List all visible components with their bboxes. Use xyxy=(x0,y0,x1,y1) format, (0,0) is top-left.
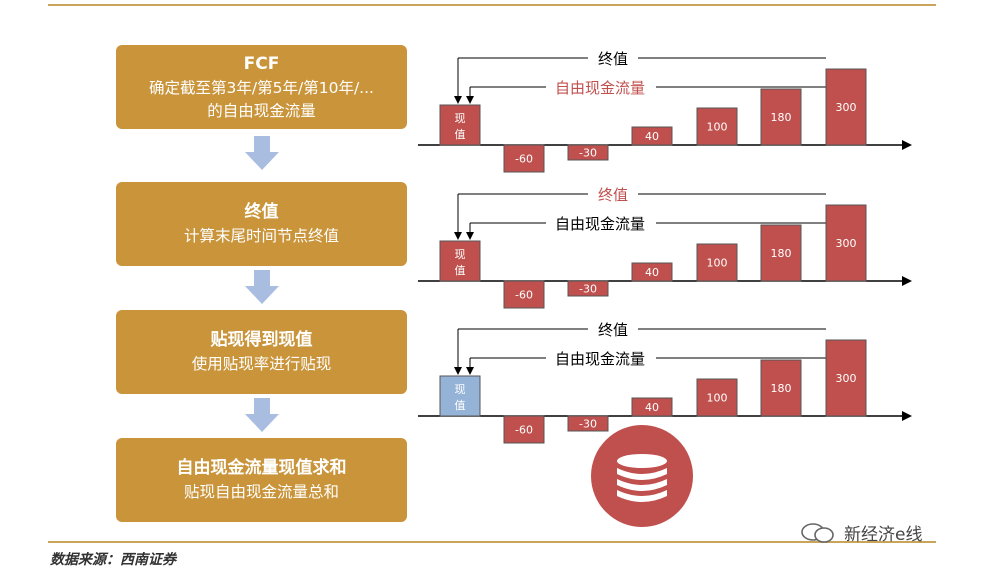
fcf-label: 自由现金流量 xyxy=(555,79,645,97)
cash-flow-value: 300 xyxy=(836,237,857,250)
cash-flow-bar xyxy=(760,359,802,417)
present-value-box xyxy=(439,240,481,282)
cash-flow-bar xyxy=(825,68,867,146)
cash-flow-value: 40 xyxy=(645,130,659,143)
step-desc: 贴现自由现金流量总和 xyxy=(183,483,339,501)
cash-flow-value: 100 xyxy=(707,121,728,134)
step-fcf: FCF 确定截至第3年/第5年/第10年/... 的自由现金流量 xyxy=(116,45,407,129)
fcf-label: 自由现金流量 xyxy=(555,350,645,368)
step-terminal-value: 终值 计算末尾时间节点终值 xyxy=(116,182,407,266)
terminal-value-label: 终值 xyxy=(598,50,628,68)
cash-flow-bar xyxy=(567,144,609,161)
cash-flow-bar xyxy=(696,243,738,282)
present-value-label: 值 xyxy=(455,128,466,141)
arrow-head-icon xyxy=(454,367,462,375)
cash-flow-value: 180 xyxy=(771,111,792,124)
wechat-icon xyxy=(801,522,834,543)
present-value-label: 现 xyxy=(455,248,466,261)
cash-flow-bar xyxy=(631,262,673,282)
cash-flow-value: -60 xyxy=(515,153,533,166)
cash-flow-value: 180 xyxy=(771,382,792,395)
step-discount: 贴现得到现值 使用贴现率进行贴现 xyxy=(116,310,407,394)
step-title: 贴现得到现值 xyxy=(210,330,313,350)
cash-flow-value: 100 xyxy=(707,257,728,270)
arrow-head-icon xyxy=(454,96,462,104)
axis-arrow-icon xyxy=(902,411,912,421)
cash-flow-bar xyxy=(696,107,738,146)
cash-flow-value: -60 xyxy=(515,289,533,302)
step-title: FCF xyxy=(243,53,280,74)
present-value-label: 现 xyxy=(455,112,466,125)
label-backing xyxy=(588,184,638,204)
cash-flow-bar xyxy=(760,224,802,282)
down-arrow-icon xyxy=(245,270,279,304)
step-sum: 自由现金流量现值求和 贴现自由现金流量总和 xyxy=(116,438,407,522)
label-backing xyxy=(546,348,656,368)
arrow-head-icon xyxy=(466,96,474,104)
cash-flow-value: 40 xyxy=(645,401,659,414)
down-arrow-icon xyxy=(245,398,279,432)
present-value-box xyxy=(439,104,481,146)
present-value-label: 现 xyxy=(455,383,466,396)
bottom-rule xyxy=(48,541,936,543)
watermark-text: 新经济e线 xyxy=(844,525,923,545)
fcf-label: 自由现金流量 xyxy=(555,215,645,233)
present-value-box xyxy=(439,375,481,417)
present-value-label: 值 xyxy=(455,264,466,277)
source-note: 数据来源：西南证券 xyxy=(50,552,176,568)
label-backing xyxy=(546,77,656,97)
step-desc: 确定截至第3年/第5年/第10年/... xyxy=(149,78,374,97)
cash-flow-bar xyxy=(503,415,545,444)
cash-flow-value: -30 xyxy=(579,283,597,296)
step-title: 终值 xyxy=(244,202,279,222)
present-value-label: 值 xyxy=(455,399,466,412)
watermark: 新经济e线 xyxy=(800,520,922,545)
cash-flow-value: 300 xyxy=(836,372,857,385)
axis-arrow-icon xyxy=(902,140,912,150)
label-backing xyxy=(588,48,638,68)
arrow-head-icon xyxy=(466,232,474,240)
cash-flow-value: 180 xyxy=(771,247,792,260)
cash-flow-bar xyxy=(825,204,867,282)
cash-flow-value: -60 xyxy=(515,424,533,437)
step-desc: 使用贴现率进行贴现 xyxy=(191,355,332,373)
top-rule xyxy=(48,4,936,6)
cash-flow-bar xyxy=(696,378,738,417)
cash-flow-value: 40 xyxy=(645,266,659,279)
step-desc: 的自由现金流量 xyxy=(207,101,316,120)
cash-flow-bar xyxy=(567,415,609,432)
terminal-value-label: 终值 xyxy=(598,321,628,339)
coin-stack-icon xyxy=(591,425,693,527)
step-title: 自由现金流量现值求和 xyxy=(176,458,347,478)
cash-flow-value: 100 xyxy=(707,392,728,405)
cash-flow-bar xyxy=(631,126,673,146)
cash-flow-value: 300 xyxy=(836,101,857,114)
terminal-value-label: 终值 xyxy=(598,186,628,204)
cash-flow-bar xyxy=(825,339,867,417)
arrow-head-icon xyxy=(454,232,462,240)
cash-flow-bar xyxy=(567,280,609,297)
cash-flow-value: -30 xyxy=(579,418,597,431)
cash-flow-bar xyxy=(760,88,802,146)
arrow-head-icon xyxy=(466,367,474,375)
label-backing xyxy=(546,213,656,233)
down-arrow-icon xyxy=(245,136,279,170)
cash-flow-bar xyxy=(631,397,673,417)
cash-flow-bar xyxy=(503,280,545,309)
step-desc: 计算末尾时间节点终值 xyxy=(183,227,339,245)
axis-arrow-icon xyxy=(902,276,912,286)
cash-flow-value: -30 xyxy=(579,147,597,160)
cash-flow-bar xyxy=(503,144,545,173)
label-backing xyxy=(588,319,638,339)
